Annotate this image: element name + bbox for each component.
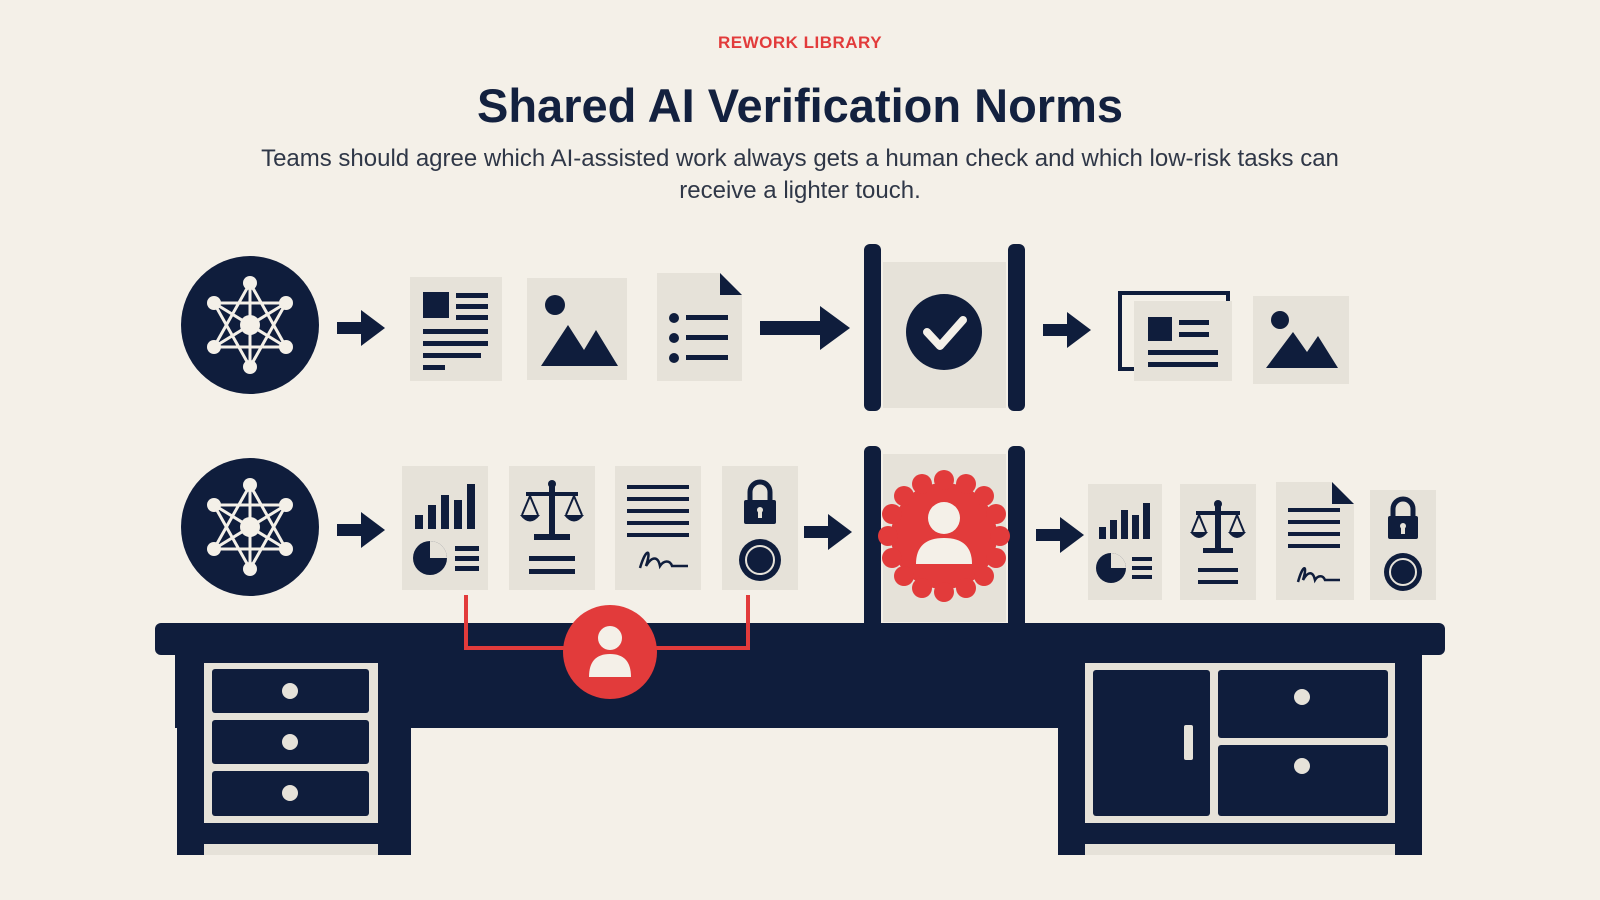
legal-scales-icon (1180, 484, 1256, 600)
arrow-right-icon (1036, 517, 1084, 553)
arrow-right-icon (760, 306, 850, 350)
article-document-icon (1118, 291, 1232, 381)
image-icon (527, 278, 627, 380)
arrow-right-icon (804, 514, 852, 550)
arrow-right-icon (337, 512, 385, 548)
signed-contract-icon (615, 466, 701, 590)
legal-scales-icon (509, 466, 595, 590)
human-review-gate (864, 446, 1025, 636)
desk-icon (155, 595, 1445, 855)
page-title: Shared AI Verification Norms (477, 79, 1123, 132)
analytics-report-icon (1088, 484, 1162, 600)
ai-network-icon (179, 254, 321, 396)
security-lock-icon (1370, 490, 1436, 600)
signed-contract-icon (1276, 482, 1354, 600)
arrow-right-icon (337, 310, 385, 346)
person-icon (563, 605, 657, 699)
ai-network-icon (179, 456, 321, 598)
human-reviewer-icon (878, 470, 1010, 602)
right-cabinet-unit (1058, 650, 1422, 855)
bottom-row-workflow (179, 446, 1436, 636)
left-drawer-unit (177, 650, 411, 855)
article-document-icon (410, 277, 502, 381)
checkmark-icon (906, 294, 982, 370)
eyebrow-label: REWORK LIBRARY (717, 33, 883, 52)
image-icon (1253, 296, 1349, 384)
arrow-right-icon (1043, 312, 1091, 348)
analytics-report-icon (402, 466, 488, 590)
top-row-workflow (179, 244, 1349, 411)
list-document-icon (657, 273, 742, 381)
page-subtitle: Teams should agree which AI-assisted wor… (261, 145, 1339, 204)
verification-gate (864, 244, 1025, 411)
security-lock-icon (722, 466, 798, 590)
